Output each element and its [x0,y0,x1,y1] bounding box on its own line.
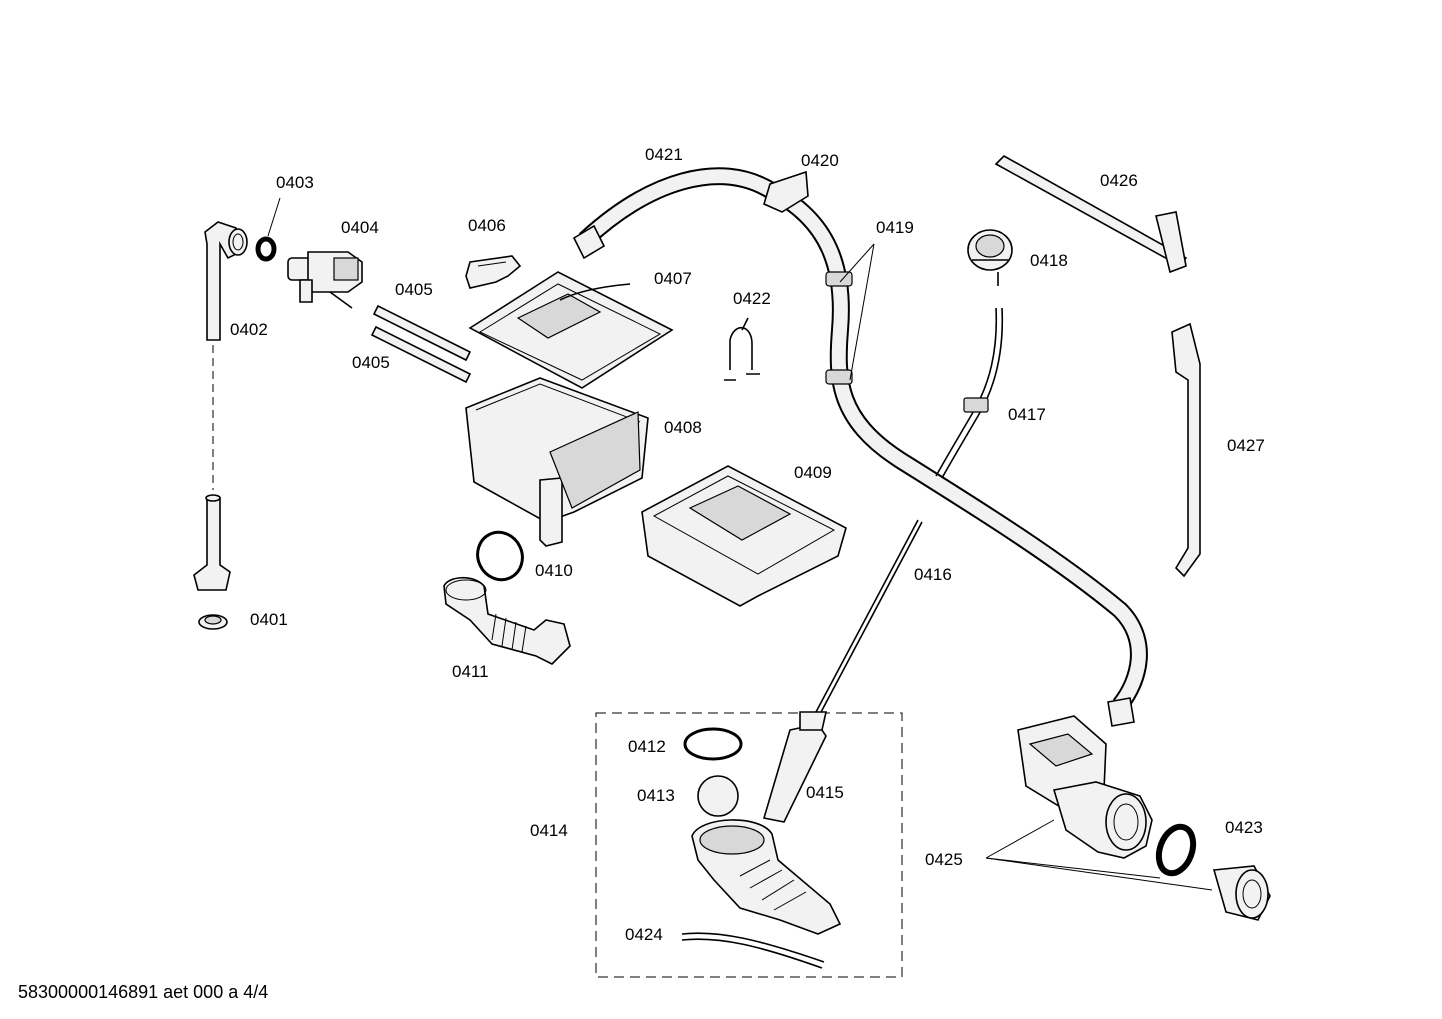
part-0425-pump [985,715,1213,891]
part-0422-clip [724,317,760,381]
label-0422: 0422 [733,289,771,308]
part-0405-tubes [370,304,472,384]
part-0423-filter [1212,865,1271,921]
label-0412: 0412 [628,737,666,756]
part-0410-gasket [476,530,524,582]
label-0402: 0402 [230,320,268,339]
label-0407: 0407 [654,269,692,288]
part-0402-inlet-hose [193,221,248,591]
part-0426-bracket [994,155,1188,274]
label-0406: 0406 [468,216,506,235]
label-0414: 0414 [530,821,568,840]
label-0427: 0427 [1227,436,1265,455]
part-0408-dispenser-housing [465,377,649,547]
label-0418: 0418 [1030,251,1068,270]
part-0414-sump-assembly [595,711,903,978]
label-0408: 0408 [664,418,702,437]
label-0416: 0416 [914,565,952,584]
label-0410: 0410 [535,561,573,580]
label-0409: 0409 [794,463,832,482]
part-0417-0416-pressure-hose [815,307,1004,715]
label-0415: 0415 [806,783,844,802]
label-0423: 0423 [1225,818,1263,837]
label-0417: 0417 [1008,405,1046,424]
part-0404-inlet-valve [287,251,363,309]
part-0421-0419-hose [572,167,1148,727]
label-0401: 0401 [250,610,288,629]
label-0421: 0421 [645,145,683,164]
part-0401-filter [198,614,228,630]
part-0406-clip [465,255,522,289]
label-0420: 0420 [801,151,839,170]
label-0405-bottom: 0405 [352,353,390,372]
document-footer-code: 58300000146891 aet 000 a 4/4 [18,982,269,1002]
label-0424: 0424 [625,925,663,944]
part-0403-seal [255,197,281,262]
label-0404: 0404 [341,218,379,237]
part-0427-bracket [1171,322,1201,578]
part-0409-drawer [641,465,847,607]
label-0403: 0403 [276,173,314,192]
part-0423-seal [1155,823,1197,877]
label-0411: 0411 [452,662,489,681]
part-0407-dispenser-lid [468,271,674,389]
label-0426: 0426 [1100,171,1138,190]
label-0413: 0413 [637,786,675,805]
label-0405-top: 0405 [395,280,433,299]
label-0425: 0425 [925,850,963,869]
part-0418-pressure-switch [967,229,1013,286]
label-0419: 0419 [876,218,914,237]
part-0411-bellows [443,576,571,665]
